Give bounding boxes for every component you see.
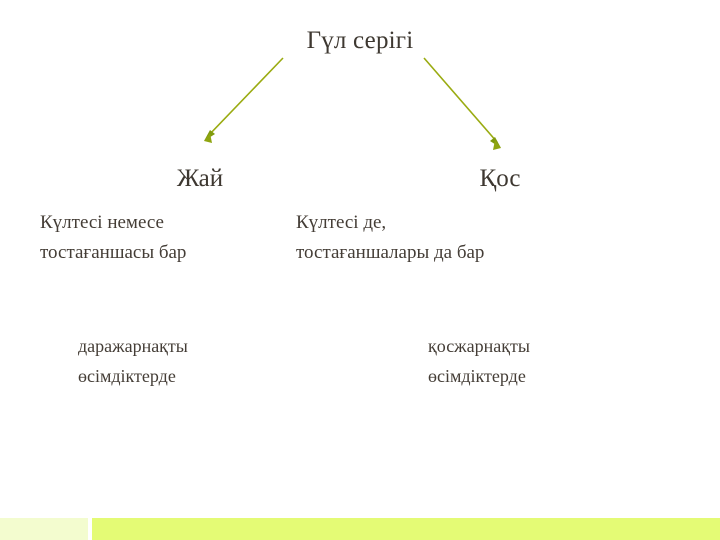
footer-accent-bar-left [0,518,88,540]
branch-description-left-line-2: тостағаншасы бар [40,242,187,263]
plant-group-right-line-2: өсімдіктерде [428,366,526,386]
branch-description-right-line-2: тостағаншалары да бар [296,242,485,263]
branch-heading-left: Жай [176,165,224,192]
branch-heading-right: Қос [479,165,521,192]
branch-description-left: Күлтесі немесе тостағаншасы бар [40,208,186,268]
plant-group-left-line-1: даражарнақты [78,336,188,356]
branch-description-right: Күлтесі де, тостағаншалары да бар [296,208,484,268]
branch-description-right-line-1: Күлтесі де, [296,212,387,233]
arrow-to-left-branch [204,57,284,143]
plant-group-right-line-1: қосжарнақты [428,336,530,356]
branch-description-left-line-1: Күлтесі немесе [40,212,164,233]
plant-group-left: даражарнақты өсімдіктерде [78,331,188,391]
page-title: Гүл серігі [306,27,414,54]
plant-group-right: қосжарнақты өсімдіктерде [428,331,530,391]
plant-group-left-line-2: өсімдіктерде [78,366,176,386]
footer-accent-bar-main [92,518,720,540]
arrow-to-right-branch [423,57,501,150]
